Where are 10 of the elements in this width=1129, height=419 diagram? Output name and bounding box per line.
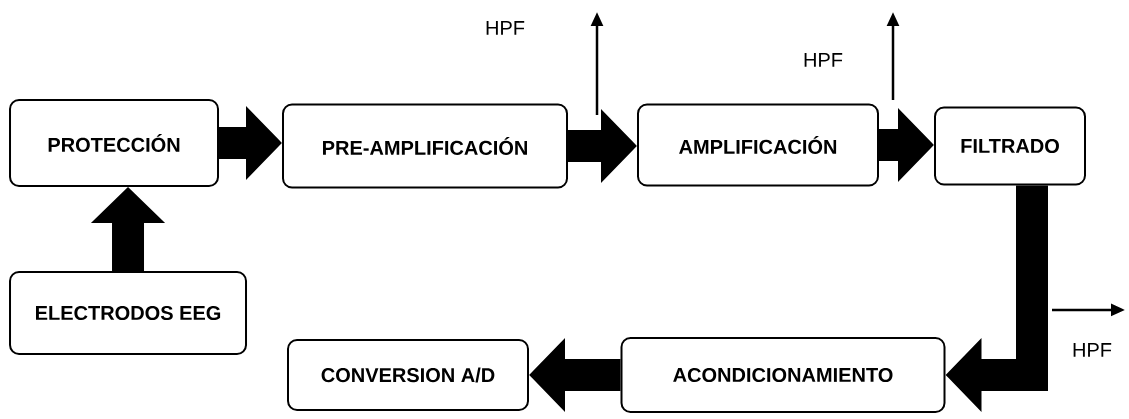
process-box: PROTECCIÓN xyxy=(9,99,219,187)
process-box: CONVERSION A/D xyxy=(287,339,529,411)
process-box: ACONDICIONAMIENTO xyxy=(620,337,946,413)
filter-label: HPF xyxy=(804,53,843,67)
process-box: AMPLIFICACIÓN xyxy=(637,103,879,187)
filter-label: HPF xyxy=(486,21,525,35)
filter-label: HPF xyxy=(1073,343,1112,357)
process-box: PRE-AMPLIFICACIÓN xyxy=(282,103,568,189)
process-box: ELECTRODOS EEG xyxy=(9,271,247,355)
process-box: FILTRADO xyxy=(934,106,1086,186)
